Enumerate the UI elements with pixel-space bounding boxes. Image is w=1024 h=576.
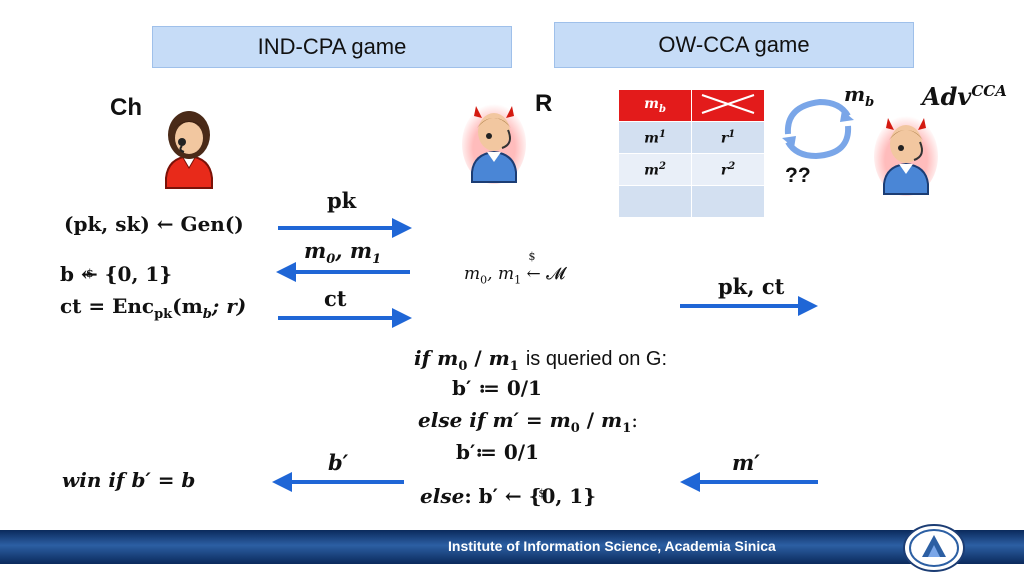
institute-logo-icon (903, 524, 965, 572)
pkct-arrow (680, 296, 818, 316)
mprime-arrow (680, 472, 818, 492)
table-cell: m1 (617, 121, 693, 154)
bprime-arrow (272, 472, 404, 492)
sample-line: m0, m1 $← 𝓜 (464, 250, 566, 287)
unknown-label: ?? (785, 164, 811, 187)
win-line: win if b′ = b (62, 468, 196, 492)
challenger-label: Ch (110, 94, 142, 121)
assign-line-1: b′ ≔ 0/1 (452, 376, 542, 400)
cycle-icon (782, 98, 854, 160)
ct-label: ct (324, 286, 347, 311)
pk-arrow (278, 218, 412, 238)
footer-institute: Institute of Information Science, Academ… (448, 538, 776, 554)
footer-band (0, 530, 1024, 564)
table-cell: r2 (691, 153, 765, 186)
table-header-cell-crossed (691, 89, 765, 122)
reduction-icon (462, 104, 526, 184)
table-cell (617, 185, 693, 218)
bprime-label: b′ (328, 450, 349, 475)
table-cell: r1 (691, 121, 765, 154)
b-sample-line: $b ← {0, 1} (60, 262, 173, 286)
ind-cpa-box: IND-CPA game (152, 26, 512, 68)
footer: Institute of Information Science, Academ… (0, 521, 1024, 576)
m0m1-arrow (276, 262, 410, 282)
adversary-label: AdvCCA (922, 82, 1007, 111)
mb-label: mb (844, 82, 875, 110)
if-line: if m0 / m1 is queried on G: (414, 346, 668, 374)
m0m1-label: m0, m1 (304, 238, 382, 268)
mprime-label: m′ (732, 450, 760, 475)
challenger-icon (165, 111, 213, 189)
cross-icon (701, 94, 755, 114)
table-cell (691, 185, 765, 218)
assign-line-2: b′≔ 0/1 (456, 440, 539, 464)
ct-arrow (278, 308, 412, 328)
enc-line: ct = Encpk(mb; r) (60, 294, 247, 322)
else-if-line: else if m′ = m0 / m1: (418, 408, 638, 436)
ow-cca-box: OW-CCA game (554, 22, 914, 68)
adversary-icon (874, 116, 938, 196)
gen-line: (pk, sk) ← Gen() (64, 212, 244, 236)
else-line: else$: b′ ← {0, 1} (420, 484, 597, 508)
reduction-label: R (535, 90, 553, 117)
query-table: mb m1 r1 m2 r2 (617, 89, 765, 218)
pk-label: pk (327, 188, 357, 213)
pkct-label: pk, ct (718, 274, 785, 299)
table-header-cell: mb (617, 89, 693, 122)
